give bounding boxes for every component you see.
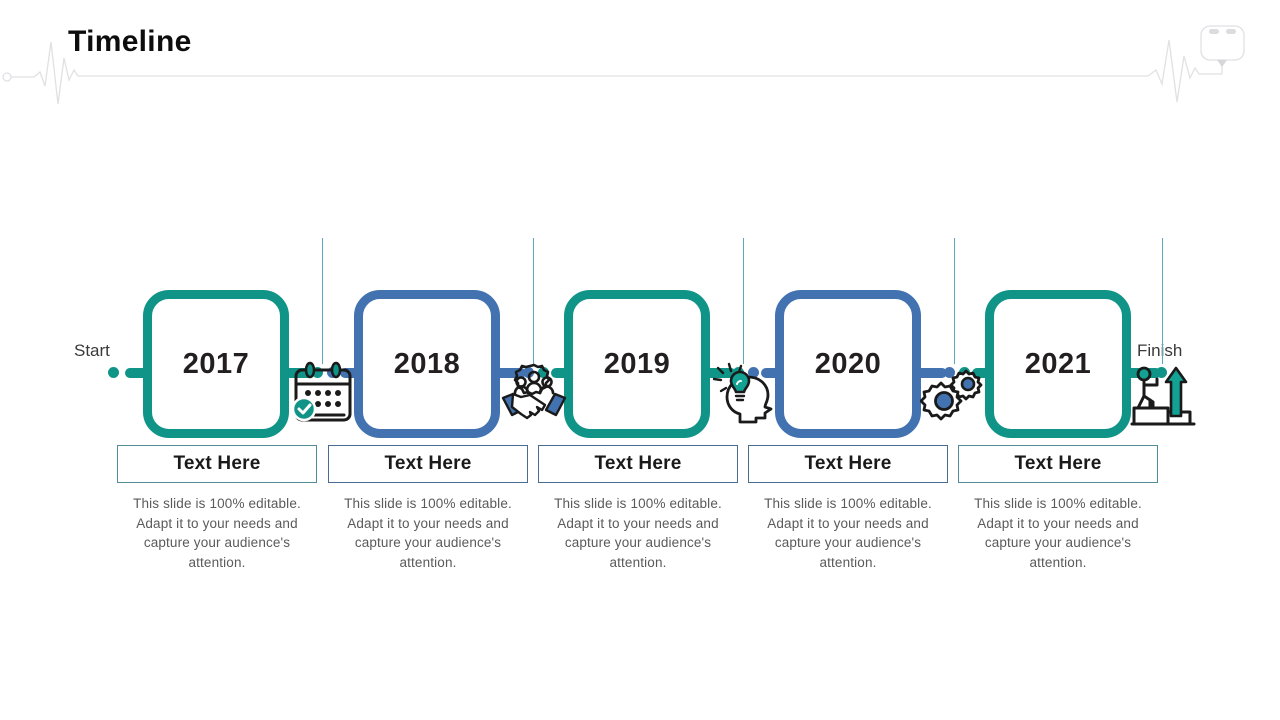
rail-segment-2-blue [494,368,526,378]
ecg-header-decoration [2,25,1245,105]
year-card-2021[interactable]: 2021 [985,290,1131,438]
rail-segment-3-blue [761,368,785,378]
rail-dot-2-teal [538,367,549,378]
start-dot [108,367,119,378]
drop-line-1 [322,238,323,364]
rail-segment-4-blue [915,368,947,378]
drop-line-3 [743,238,744,364]
text-heading[interactable]: Text Here [958,445,1158,483]
text-block-2020: Text Here This slide is 100% editable. A… [748,445,948,572]
rail-segment-4-teal [972,368,996,378]
year-card-2020[interactable]: 2020 [775,290,921,438]
text-body: This slide is 100% editable. Adapt it to… [554,496,722,570]
calendar-check-icon [291,361,352,422]
text-heading[interactable]: Text Here [748,445,948,483]
text-body: This slide is 100% editable. Adapt it to… [133,496,301,570]
head-lightbulb-idea-icon [712,362,773,424]
year-card-2017[interactable]: 2017 [143,290,289,438]
gears-icon [920,369,983,421]
year-label: 2018 [393,347,461,380]
rail-dot-3-blue [748,367,759,378]
drop-line-4 [954,238,955,364]
text-body: This slide is 100% editable. Adapt it to… [764,496,932,570]
rail-segment-1-blue [340,368,364,378]
rail-segment-1-teal [283,368,315,378]
drop-line-2 [533,238,534,364]
rail-dot-2-blue [523,367,534,378]
person-stairs-growth-arrow-icon [1130,366,1196,426]
timeline-band: Start 2017 2018 2019 2020 [0,140,1280,438]
rail-segment-3-teal [704,368,736,378]
rail-dot-1-teal [312,367,323,378]
text-block-2017: Text Here This slide is 100% editable. A… [117,445,317,572]
year-label: 2020 [814,347,882,380]
timeline-finish-label: Finish [1137,341,1183,360]
year-card-2019[interactable]: 2019 [564,290,710,438]
handshake-gear-icon [501,363,567,420]
text-body: This slide is 100% editable. Adapt it to… [344,496,512,570]
text-block-2021: Text Here This slide is 100% editable. A… [958,445,1158,572]
year-label: 2017 [182,347,250,380]
text-heading[interactable]: Text Here [538,445,738,483]
rail-dot-4-blue [944,367,955,378]
year-label: 2019 [603,347,671,380]
year-label: 2021 [1024,347,1092,380]
drop-line-5 [1162,238,1163,364]
text-body: This slide is 100% editable. Adapt it to… [974,496,1142,570]
page-title: Timeline [68,25,192,58]
timeline-start-label: Start [74,341,110,360]
year-card-2018[interactable]: 2018 [354,290,500,438]
rail-segment-2-teal [551,368,575,378]
text-heading[interactable]: Text Here [117,445,317,483]
text-block-2018: Text Here This slide is 100% editable. A… [328,445,528,572]
rail-segment-start [125,368,149,378]
text-block-2019: Text Here This slide is 100% editable. A… [538,445,738,572]
finish-dot [1156,367,1167,378]
text-heading[interactable]: Text Here [328,445,528,483]
